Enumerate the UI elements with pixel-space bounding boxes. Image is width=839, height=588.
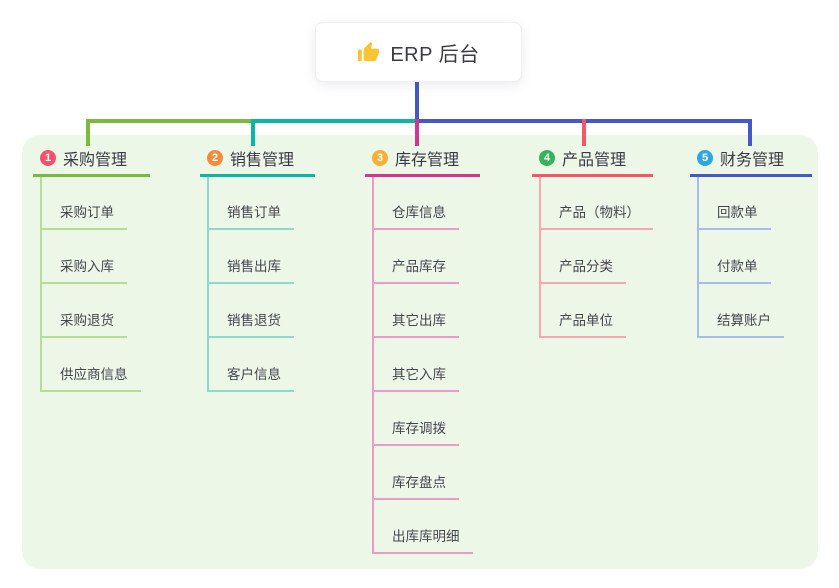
child-node[interactable]: 采购退货 xyxy=(42,312,127,338)
thumbs-up-icon xyxy=(358,41,380,61)
child-row: 出库库明细 xyxy=(374,500,480,554)
connector-drop-branch-1 xyxy=(86,119,90,146)
root-label: ERP 后台 xyxy=(390,43,480,66)
branch-3: 3 库存管理仓库信息产品库存其它出库其它入库库存调拨库存盘点出库库明细 xyxy=(365,148,480,554)
child-node[interactable]: 仓库信息 xyxy=(374,204,459,230)
branch-1: 1 采购管理采购订单采购入库采购退货供应商信息 xyxy=(33,148,150,392)
connector-bus-middle xyxy=(251,119,419,123)
root-node[interactable]: ERP 后台 xyxy=(315,22,522,82)
branch-children: 仓库信息产品库存其它出库其它入库库存调拨库存盘点出库库明细 xyxy=(372,177,480,554)
branch-header-4[interactable]: 4 产品管理 xyxy=(532,148,653,177)
branch-index-badge: 3 xyxy=(372,149,388,166)
child-node[interactable]: 供应商信息 xyxy=(42,366,141,392)
connector-bus-left xyxy=(86,119,255,123)
child-node[interactable]: 产品（物料） xyxy=(541,204,653,230)
child-node[interactable]: 销售订单 xyxy=(209,204,294,230)
branch-header-5[interactable]: 5 财务管理 xyxy=(690,148,812,177)
branch-index-badge: 5 xyxy=(697,149,713,166)
child-row: 回款单 xyxy=(699,177,812,230)
connector-root-stem xyxy=(415,80,419,123)
child-node[interactable]: 付款单 xyxy=(699,258,771,284)
child-row: 产品库存 xyxy=(374,230,480,284)
branch-label: 财务管理 xyxy=(720,151,785,169)
child-node[interactable]: 回款单 xyxy=(699,204,771,230)
child-node[interactable]: 产品分类 xyxy=(541,258,626,284)
branch-children: 产品（物料） 产品分类产品单位 xyxy=(539,177,653,338)
branch-header-1[interactable]: 1 采购管理 xyxy=(33,148,150,177)
child-node[interactable]: 库存调拨 xyxy=(374,420,459,446)
branch-label: 库存管理 xyxy=(395,151,460,169)
child-row: 客户信息 xyxy=(209,338,315,392)
connector-drop-branch-3 xyxy=(415,119,419,146)
child-node[interactable]: 出库库明细 xyxy=(374,528,473,554)
child-node[interactable]: 其它出库 xyxy=(374,312,459,338)
child-row: 销售出库 xyxy=(209,230,315,284)
child-row: 其它出库 xyxy=(374,284,480,338)
child-row: 销售订单 xyxy=(209,177,315,230)
child-row: 付款单 xyxy=(699,230,812,284)
child-row: 供应商信息 xyxy=(42,338,150,392)
branch-children: 回款单付款单结算账户 xyxy=(697,177,812,338)
connector-drop-branch-5 xyxy=(748,119,752,146)
child-node[interactable]: 产品单位 xyxy=(541,312,626,338)
background-panel xyxy=(22,135,818,569)
branch-2: 2 销售管理销售订单销售出库销售退货客户信息 xyxy=(200,148,315,392)
child-row: 其它入库 xyxy=(374,338,480,392)
branch-index-badge: 4 xyxy=(539,149,555,166)
child-row: 结算账户 xyxy=(699,284,812,338)
child-row: 产品分类 xyxy=(541,230,653,284)
child-row: 产品（物料） xyxy=(541,177,653,230)
child-row: 库存调拨 xyxy=(374,392,480,446)
child-row: 采购订单 xyxy=(42,177,150,230)
child-row: 库存盘点 xyxy=(374,446,480,500)
branch-label: 销售管理 xyxy=(230,151,295,169)
child-row: 采购退货 xyxy=(42,284,150,338)
child-node[interactable]: 采购入库 xyxy=(42,258,127,284)
branch-children: 销售订单销售出库销售退货客户信息 xyxy=(207,177,315,392)
branch-header-2[interactable]: 2 销售管理 xyxy=(200,148,315,177)
child-node[interactable]: 库存盘点 xyxy=(374,474,459,500)
branch-label: 采购管理 xyxy=(63,151,128,169)
child-node[interactable]: 结算账户 xyxy=(699,312,784,338)
connector-drop-branch-4 xyxy=(582,119,586,146)
connector-drop-branch-2 xyxy=(251,119,255,146)
child-row: 销售退货 xyxy=(209,284,315,338)
child-node[interactable]: 其它入库 xyxy=(374,366,459,392)
child-node[interactable]: 销售退货 xyxy=(209,312,294,338)
branch-index-badge: 1 xyxy=(40,149,56,166)
child-node[interactable]: 产品库存 xyxy=(374,258,459,284)
child-node[interactable]: 销售出库 xyxy=(209,258,294,284)
child-node[interactable]: 客户信息 xyxy=(209,366,294,392)
branch-header-3[interactable]: 3 库存管理 xyxy=(365,148,480,177)
child-row: 产品单位 xyxy=(541,284,653,338)
branch-5: 5 财务管理回款单付款单结算账户 xyxy=(690,148,812,338)
branch-children: 采购订单采购入库采购退货供应商信息 xyxy=(40,177,150,392)
branch-label: 产品管理 xyxy=(562,151,627,169)
branch-4: 4 产品管理产品（物料） 产品分类产品单位 xyxy=(532,148,653,338)
branch-index-badge: 2 xyxy=(207,149,223,166)
child-row: 采购入库 xyxy=(42,230,150,284)
child-node[interactable]: 采购订单 xyxy=(42,204,127,230)
child-row: 仓库信息 xyxy=(374,177,480,230)
